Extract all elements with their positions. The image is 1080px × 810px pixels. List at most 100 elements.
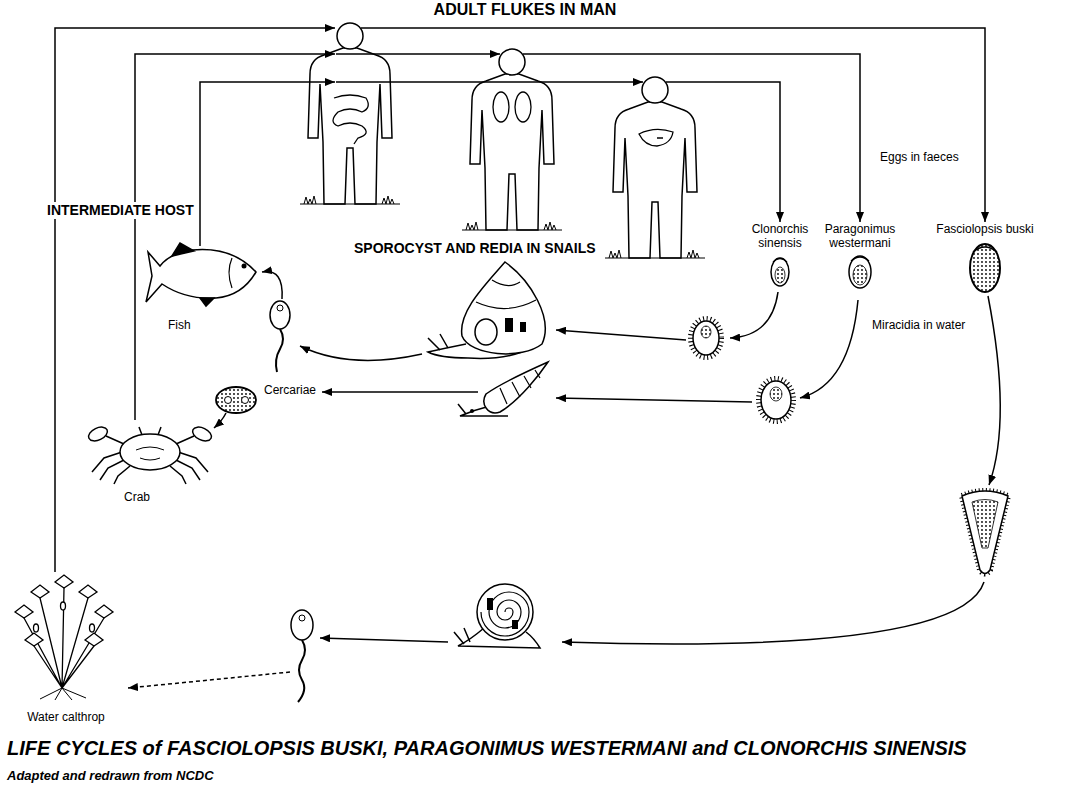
plant-figure bbox=[90, 624, 95, 632]
flow-line bbox=[336, 81, 643, 83]
human-figure bbox=[605, 77, 705, 258]
egg-stage: Fasciolopsis buski bbox=[925, 222, 1045, 296]
human-figure bbox=[515, 92, 531, 122]
cycle-arrow bbox=[128, 672, 290, 688]
snail-figure bbox=[458, 362, 548, 416]
host-figure: Crab bbox=[76, 420, 222, 504]
flow-arrow bbox=[715, 54, 860, 222]
node-text: Fish bbox=[168, 318, 260, 332]
stage-note: Eggs in faeces bbox=[878, 150, 961, 164]
snail-figure bbox=[462, 262, 546, 354]
snail-figure bbox=[484, 362, 548, 413]
cercaria-figure bbox=[276, 329, 283, 372]
snail-figure bbox=[454, 584, 540, 648]
cercaria-figure bbox=[216, 387, 256, 413]
cycle-arrow bbox=[262, 272, 282, 299]
egg-figure bbox=[849, 256, 871, 288]
egg-stage: Clonorchis sinensis bbox=[745, 222, 815, 296]
human-figure bbox=[333, 95, 368, 144]
snail-figure bbox=[505, 318, 513, 332]
group-heading: INTERMEDIATE HOST bbox=[45, 202, 196, 219]
human-figure bbox=[462, 49, 562, 230]
node-text: Fasciolopsis buski bbox=[927, 222, 1043, 236]
node-text: ADULT FLUKES IN MAN bbox=[337, 0, 713, 19]
human-figure bbox=[300, 23, 400, 204]
cercaria-figure bbox=[277, 305, 283, 311]
cercaria-figure bbox=[225, 397, 232, 404]
cycle-arrow bbox=[128, 272, 1000, 688]
node-text: Water calthrop bbox=[12, 710, 120, 724]
stage-note: Cercariae bbox=[262, 383, 318, 397]
fish-figure bbox=[146, 243, 256, 306]
flow-line bbox=[336, 28, 715, 82]
crab-figure bbox=[136, 447, 164, 460]
egg-figure bbox=[973, 247, 997, 252]
egg-stage: Paragonimus westermani bbox=[818, 222, 902, 296]
fish-figure bbox=[242, 264, 247, 269]
snail-figure bbox=[428, 334, 448, 350]
flow-arrow bbox=[715, 28, 985, 222]
flow-line bbox=[666, 81, 715, 83]
cycle-arrow bbox=[322, 391, 478, 393]
cercaria-figure bbox=[299, 615, 305, 621]
cycle-arrow bbox=[988, 296, 1000, 485]
crab-figure bbox=[120, 434, 180, 470]
group-heading: SPOROCYST AND REDIA IN SNAILS bbox=[352, 240, 598, 257]
snail-figure bbox=[476, 280, 536, 309]
flow-line bbox=[336, 53, 500, 55]
fish-figure bbox=[172, 243, 194, 256]
flow-line bbox=[361, 27, 715, 29]
figure-caption: Adapted and redrawn from NCDC bbox=[5, 768, 216, 784]
host-band: ADULT FLUKES IN MAN bbox=[335, 0, 715, 275]
fish-figure bbox=[200, 298, 214, 306]
cycle-arrow bbox=[320, 638, 448, 642]
human-figure bbox=[462, 49, 562, 230]
miracidium-figure bbox=[701, 326, 711, 338]
egg-figure bbox=[771, 244, 1000, 292]
human-figure bbox=[639, 129, 673, 146]
miracidium-figure bbox=[759, 379, 793, 421]
node-text: Crab bbox=[124, 490, 220, 504]
cycle-arrow bbox=[556, 398, 752, 402]
human-figure bbox=[300, 23, 400, 204]
plant-figure bbox=[61, 602, 66, 610]
plant-figure bbox=[40, 688, 86, 700]
miracidium-figure bbox=[691, 319, 1008, 574]
snail-figure bbox=[477, 584, 533, 640]
fish-figure bbox=[229, 258, 232, 288]
snail-figure bbox=[454, 628, 470, 644]
cycle-arrow bbox=[562, 582, 984, 644]
flow-arrow bbox=[135, 54, 335, 420]
miracidium-figure bbox=[770, 387, 782, 401]
fish-figure bbox=[146, 249, 256, 302]
snail-figure bbox=[481, 592, 529, 636]
cycle-arrow bbox=[300, 346, 422, 360]
flow-arrow bbox=[200, 82, 335, 246]
flow-line bbox=[523, 53, 715, 55]
cycle-arrow bbox=[730, 292, 778, 338]
plant-figure bbox=[34, 624, 39, 632]
snail-figure bbox=[475, 319, 497, 345]
plant-figure bbox=[15, 575, 113, 646]
host-figure: Fish bbox=[150, 246, 262, 332]
miracidium-figure bbox=[962, 491, 1008, 574]
miracidium-figure bbox=[761, 381, 791, 419]
egg-figure bbox=[773, 259, 787, 263]
snail-figure bbox=[458, 404, 466, 414]
host-figure: Water calthrop bbox=[10, 572, 122, 724]
snail-figure bbox=[512, 620, 518, 629]
egg-figure bbox=[771, 258, 789, 286]
egg-figure bbox=[970, 244, 1000, 292]
snail-figure bbox=[520, 322, 526, 332]
egg-figure bbox=[851, 257, 869, 261]
node-text: Paragonimus westermani bbox=[820, 222, 900, 251]
cercaria-figure bbox=[291, 610, 313, 640]
cercaria-figure bbox=[216, 301, 313, 702]
stage-note: Miracidia in water bbox=[870, 318, 967, 332]
miracidium-figure bbox=[972, 500, 998, 549]
figure-title: LIFE CYCLES of FASCIOLOPSIS BUSKI, PARAG… bbox=[5, 736, 969, 760]
